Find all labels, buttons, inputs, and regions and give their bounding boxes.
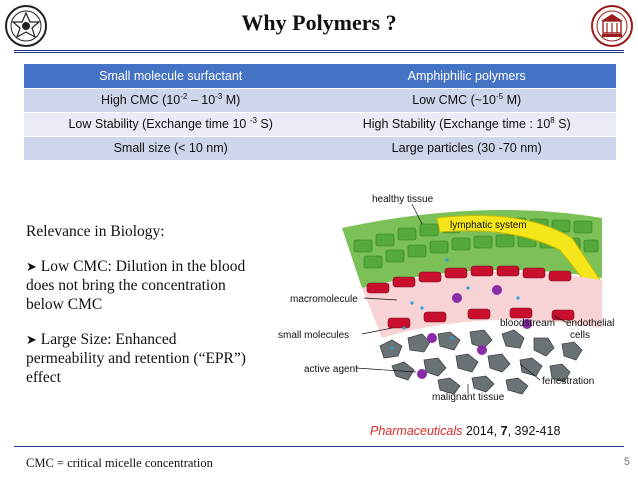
label-bloodstream: bloodstream — [500, 318, 555, 329]
arrow-bullet-icon: ➤ — [26, 259, 37, 274]
table-row: Low Stability (Exchange time 10 -3 S) Hi… — [24, 111, 616, 136]
institute-emblem-icon — [591, 5, 633, 47]
active-agent-particles — [417, 285, 532, 379]
table-cell: Low Stability (Exchange time 10 -3 S) — [24, 111, 318, 136]
epr-diagram: healthy tissue lymphatic system macromol… — [278, 194, 614, 403]
header-divider-secondary — [14, 52, 624, 53]
bloodstream-region — [362, 271, 602, 338]
table-row: Small size (< 10 nm) Large particles (30… — [24, 135, 616, 160]
table-cell: Low CMC (~10-5 M) — [317, 87, 616, 112]
page-title: Why Polymers ? — [241, 10, 397, 35]
relevance-point: ➤ Large Size: Enhanced permeability and … — [26, 331, 246, 386]
comparison-table: Small molecule surfactant Amphiphilic po… — [24, 64, 616, 160]
citation: Pharmaceuticals 2014, 7, 392-418 — [370, 424, 561, 438]
relevance-section: Relevance in Biology: ➤ Low CMC: Dilutio… — [26, 222, 246, 403]
label-fenestration: fenestration — [542, 376, 594, 387]
university-seal-icon — [5, 5, 47, 47]
label-small-molecules: small molecules — [278, 330, 349, 341]
footer-divider — [14, 446, 624, 447]
column-header-surfactant: Small molecule surfactant — [24, 64, 318, 88]
label-endothelial: endothelial — [566, 318, 614, 329]
relevance-heading: Relevance in Biology: — [26, 223, 165, 240]
label-active-agent: active agent — [304, 364, 358, 375]
label-macromolecule: macromolecule — [290, 294, 358, 305]
table-cell: High CMC (10-2 – 10-3 M) — [24, 87, 318, 112]
header-divider — [14, 50, 624, 51]
malignant-tissue-region — [379, 329, 583, 395]
label-cells: cells — [570, 330, 590, 341]
label-healthy-tissue: healthy tissue — [372, 194, 434, 205]
endothelial-cells — [366, 265, 575, 329]
arrow-bullet-icon: ➤ — [26, 332, 37, 347]
label-malignant-tissue: malignant tissue — [432, 392, 505, 403]
table-row: High CMC (10-2 – 10-3 M) Low CMC (~10-5 … — [24, 87, 616, 112]
column-header-polymers: Amphiphilic polymers — [317, 64, 616, 88]
table-cell: Small size (< 10 nm) — [24, 135, 318, 160]
table-cell: Large particles (30 -70 nm) — [317, 135, 616, 160]
table-cell: High Stability (Exchange time : 108 S) — [317, 111, 616, 136]
table-header-row: Small molecule surfactant Amphiphilic po… — [24, 64, 616, 88]
small-molecule-dots — [390, 258, 520, 350]
relevance-point: ➤ Low CMC: Dilution in the blood does no… — [26, 258, 246, 313]
page-number: 5 — [623, 456, 630, 468]
footnote: CMC = critical micelle concentration — [26, 456, 213, 470]
label-lymphatic-system: lymphatic system — [450, 220, 527, 231]
